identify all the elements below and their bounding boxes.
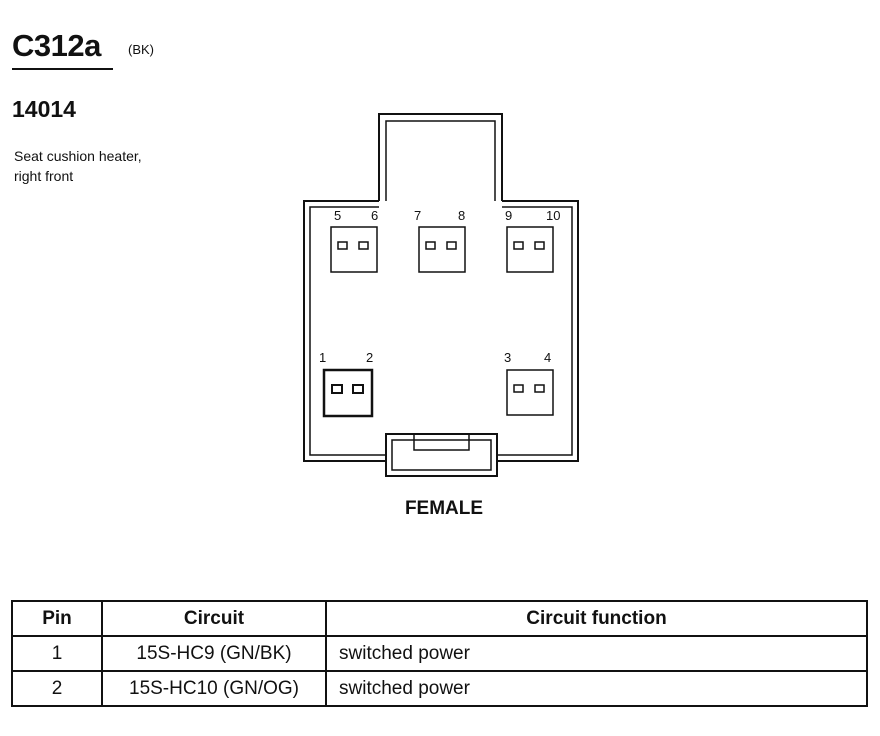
- function-cell: switched power: [325, 670, 868, 707]
- connector-body: [303, 200, 579, 462]
- pin-number-6: 6: [371, 208, 378, 223]
- circuit-cell: 15S-HC9 (GN/BK): [101, 635, 327, 672]
- pin-cell: 2: [11, 670, 103, 707]
- pin-number-4: 4: [544, 350, 551, 365]
- pin-table-header-row: Pin Circuit Circuit function: [11, 600, 868, 637]
- description-line-2: right front: [14, 168, 74, 184]
- pin-number-8: 8: [458, 208, 465, 223]
- pin-cell: 1: [11, 635, 103, 672]
- description-line-1: Seat cushion heater,: [14, 148, 142, 164]
- pin-number-3: 3: [504, 350, 511, 365]
- function-cell: switched power: [325, 635, 868, 672]
- pin-number-2: 2: [366, 350, 373, 365]
- pin-number-7: 7: [414, 208, 421, 223]
- connector-bottom-latch: [385, 433, 498, 477]
- cavity-3-4: [506, 369, 554, 416]
- view-label: FEMALE: [405, 498, 483, 519]
- table-row: 2 15S-HC10 (GN/OG) switched power: [11, 670, 868, 707]
- connector-code: C312a: [12, 28, 101, 63]
- connector-code-underline: [12, 68, 113, 70]
- pin-number-5: 5: [334, 208, 341, 223]
- connector-color: (BK): [128, 42, 154, 57]
- cavity-1-2: [322, 368, 374, 418]
- connector-face-diagram: 5 6 7 8 9 10 1 2 3 4 FEMALE: [303, 113, 579, 519]
- pin-number-1: 1: [319, 350, 326, 365]
- cavity-7-8: [418, 226, 466, 273]
- pin-number-10: 10: [546, 208, 560, 223]
- pin-number-9: 9: [505, 208, 512, 223]
- circuit-cell: 15S-HC10 (GN/OG): [101, 670, 327, 707]
- part-number: 14014: [12, 96, 76, 122]
- table-row: 1 15S-HC9 (GN/BK) switched power: [11, 635, 868, 672]
- cavity-5-6: [330, 226, 378, 273]
- connector-top-tab: [378, 113, 503, 201]
- header-pin: Pin: [11, 600, 103, 637]
- header-circuit-function: Circuit function: [325, 600, 868, 637]
- cavity-9-10: [506, 226, 554, 273]
- header-circuit: Circuit: [101, 600, 327, 637]
- connector-description: Seat cushion heater, right front: [14, 146, 142, 186]
- pin-table: Pin Circuit Circuit function 1 15S-HC9 (…: [11, 600, 868, 707]
